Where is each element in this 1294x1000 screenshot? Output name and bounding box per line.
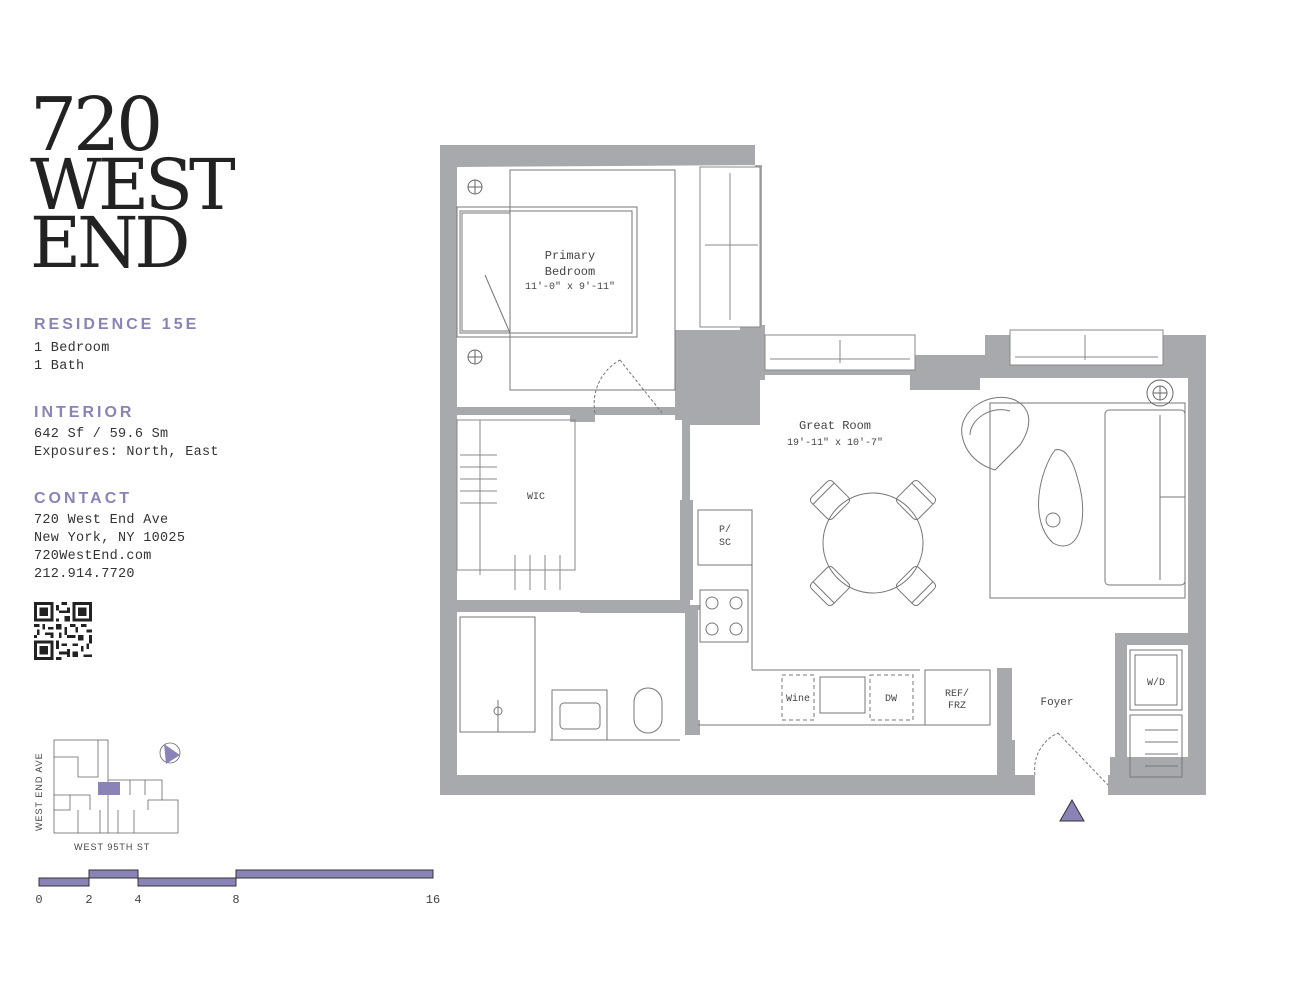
rug [989, 402, 1186, 599]
bathroom-toilet [633, 687, 663, 734]
residence-info: 1 Bedroom 1 Bath [34, 340, 110, 376]
great-room-label: Great Room [799, 419, 871, 433]
dining-table [822, 492, 924, 594]
wic-label: WIC [527, 492, 545, 503]
wine-fridge [781, 674, 815, 721]
scale-tick-8: 8 [232, 893, 239, 907]
cooktop [699, 589, 749, 643]
street-label: WEST 95TH ST [74, 842, 150, 852]
interior-title: INTERIOR [34, 404, 135, 421]
pillow [461, 212, 511, 332]
psc-label-2: SC [719, 538, 731, 549]
wall-kitchen [685, 605, 700, 735]
logo-line-west: WEST [30, 144, 236, 226]
wd-label: W/D [1147, 677, 1165, 689]
kitchen-sink [819, 676, 866, 714]
great-room-window-right [1009, 329, 1164, 366]
dishwasher [869, 674, 914, 721]
north-arrow-icon [164, 744, 180, 764]
floor-plan: Primary Bedroom 11'-0" x 9'-11" WIC P/ S… [440, 145, 1206, 822]
contact-website[interactable]: 720WestEnd.com [34, 549, 152, 564]
bedroom-label-2: Bedroom [545, 265, 595, 279]
qr-code[interactable] [34, 602, 92, 660]
exposures-text: Exposures: North, East [34, 445, 219, 460]
scale-tick-4: 4 [134, 893, 141, 907]
scale-tick-0: 0 [35, 893, 42, 907]
washer-dryer [1129, 649, 1183, 711]
lounge-chair [961, 396, 1030, 471]
residence-location-marker [98, 782, 120, 795]
ref-label-1: REF/ [945, 688, 969, 700]
contact-phone[interactable]: 212.914.7720 [34, 567, 135, 582]
living-lamp-icon [1146, 379, 1174, 407]
dw-label: DW [885, 694, 897, 705]
contact-title: CONTACT [34, 490, 133, 507]
coffee-table [1038, 449, 1084, 547]
scale-tick-16: 16 [426, 893, 440, 907]
baths-text: 1 Bath [34, 359, 85, 374]
logo-line-720: 720 [30, 82, 163, 168]
key-plan-map: WEST END AVE WEST 95TH ST [34, 739, 181, 852]
entry-door [1034, 732, 1109, 786]
bedroom-door [593, 359, 663, 414]
wall-bedroom-closet [457, 407, 682, 415]
ref-label-2: FRZ [948, 701, 966, 712]
psc-label-1: P/ [719, 524, 731, 536]
refrigerator [924, 669, 991, 726]
wine-label: Wine [786, 693, 810, 705]
scale-tick-2: 2 [85, 893, 92, 907]
entry-arrow-icon [1059, 798, 1085, 822]
avenue-label: WEST END AVE [34, 752, 44, 831]
great-room-dims: 19'-11" x 10'-7" [787, 437, 883, 449]
wall-foyer [997, 668, 1012, 788]
bed [456, 206, 638, 338]
scale-bar: 0 2 4 8 16 [35, 869, 440, 907]
bedroom-label-1: Primary [545, 249, 595, 263]
interior-info: 642 Sf / 59.6 Sm Exposures: North, East [34, 426, 219, 462]
bedroom-lamp-icon [467, 179, 483, 365]
contact-street: 720 West End Ave [34, 513, 169, 528]
residence-title: RESIDENCE 15E [34, 316, 200, 333]
bedrooms-text: 1 Bedroom [34, 341, 110, 356]
contact-city: New York, NY 10025 [34, 531, 186, 546]
bedroom-dims: 11'-0" x 9'-11" [525, 281, 615, 293]
foyer-label: Foyer [1040, 697, 1073, 709]
logo: 720 WEST END [30, 82, 236, 284]
logo-line-end: END [30, 202, 190, 284]
area-text: 642 Sf / 59.6 Sm [34, 427, 169, 442]
exterior-walls [440, 145, 1206, 795]
contact-info: 720 West End Ave New York, NY 10025 720W… [34, 512, 185, 584]
